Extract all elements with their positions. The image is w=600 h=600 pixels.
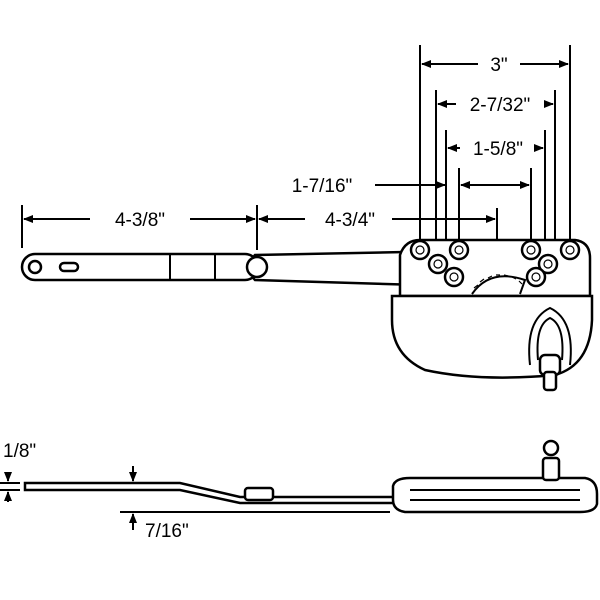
dimension-inner-hole-spacing: 1-5/8" (447, 139, 544, 160)
dimension-arm-drop: 7/16" (120, 466, 390, 542)
operator-side-view (23, 439, 599, 514)
dimension-overall-width: 3" (421, 55, 569, 76)
dimension-label: 1/8" (3, 441, 36, 462)
dimension-label: 4-3/8" (115, 210, 165, 231)
dimension-label: 4-3/4" (325, 210, 375, 231)
dimension-outer-hole-spacing: 2-7/32" (437, 95, 554, 116)
dimension-label: 1-7/16" (292, 176, 353, 197)
dimension-long-arm: 4-3/4" (258, 210, 496, 231)
dimension-label: 2-7/32" (470, 95, 531, 116)
dimension-label: 3" (490, 55, 507, 76)
dimension-offset: 1-7/16" (292, 176, 530, 197)
dimension-arm-thickness: 1/8" (0, 441, 36, 502)
mounting-holes (409, 239, 581, 288)
dimension-short-arm: 4-3/8" (23, 210, 256, 231)
dimension-label: 7/16" (145, 521, 189, 542)
extension-lines (21, 45, 571, 262)
dimension-label: 1-5/8" (473, 139, 523, 160)
operator-top-view (20, 238, 594, 392)
